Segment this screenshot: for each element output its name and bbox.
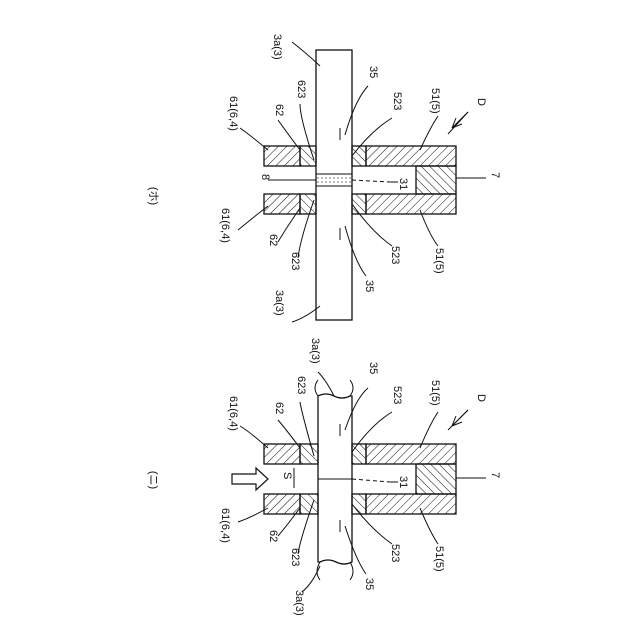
label-block-top: 51(5): [429, 88, 441, 114]
label-body-top: 523: [391, 386, 403, 404]
label-flange-top: 61(6,4): [227, 96, 239, 131]
label-rod-bottom: 3a(3): [293, 590, 305, 616]
direction-arrow: [452, 410, 468, 426]
ring-top: [300, 444, 318, 464]
panel-ho: (ホ): [147, 34, 501, 322]
label-seal-bottom: 623: [289, 548, 301, 566]
label-seal-top: 623: [295, 376, 307, 394]
block-top: [366, 146, 456, 166]
label-ring-bottom: 62: [267, 530, 279, 542]
label-ring-top: 62: [273, 104, 285, 116]
body-seal-top: [352, 444, 366, 464]
flange-bottom: [264, 494, 300, 514]
label-rod-top: 3a(3): [309, 338, 321, 364]
flange-top: [264, 146, 300, 166]
block-top: [366, 444, 456, 464]
body-seal-bottom: [352, 494, 366, 514]
label-block-bottom: 51(5): [433, 546, 445, 572]
label-flange-bottom: 61(6,4): [219, 508, 231, 543]
plug: [416, 166, 456, 194]
label-direction: D: [475, 98, 487, 106]
label-body-bottom: 523: [389, 544, 401, 562]
body-seal-top: [352, 146, 366, 166]
ring-bottom: [300, 494, 318, 514]
label-hole-top: 35: [367, 362, 379, 374]
label-ring-bottom: 62: [267, 234, 279, 246]
label-plug: 7: [489, 472, 501, 478]
ring-top: [300, 146, 316, 166]
label-inlet: S: [281, 472, 293, 479]
label-body-top: 523: [391, 92, 403, 110]
body-seal-bottom: [352, 194, 366, 214]
label-hole-top: 35: [367, 66, 379, 78]
panel-label: (ホ): [147, 187, 160, 205]
label-block-bottom: 51(5): [433, 248, 445, 274]
label-gap: 31: [397, 476, 409, 488]
block-bottom: [366, 494, 456, 514]
label-hole-bottom: 35: [363, 280, 375, 292]
label-body-bottom: 523: [389, 246, 401, 264]
label-plug: 7: [489, 172, 501, 178]
label-hole-bottom: 35: [363, 578, 375, 590]
label-block-top: 51(5): [429, 380, 441, 406]
flange-top: [264, 444, 300, 464]
label-ring-top: 62: [273, 402, 285, 414]
label-flange-top: 61(6,4): [227, 396, 239, 431]
label-filler: 8: [259, 174, 271, 180]
label-rod-bottom: 3a(3): [273, 290, 285, 316]
inlet-arrow: [232, 468, 268, 490]
filler: [316, 174, 352, 186]
label-flange-bottom: 61(6,4): [219, 208, 231, 243]
block-bottom: [366, 194, 456, 214]
label-rod-top: 3a(3): [271, 34, 283, 60]
label-seal-top: 623: [295, 80, 307, 98]
flange-bottom: [264, 194, 300, 214]
label-gap: 31: [397, 178, 409, 190]
panel-ni: (ニ): [147, 338, 501, 616]
direction-arrow: [452, 112, 468, 128]
label-seal-bottom: 623: [289, 252, 301, 270]
plug: [416, 464, 456, 494]
label-direction: D: [475, 394, 487, 402]
panel-label: (ニ): [147, 471, 159, 489]
ring-bottom: [300, 194, 316, 214]
